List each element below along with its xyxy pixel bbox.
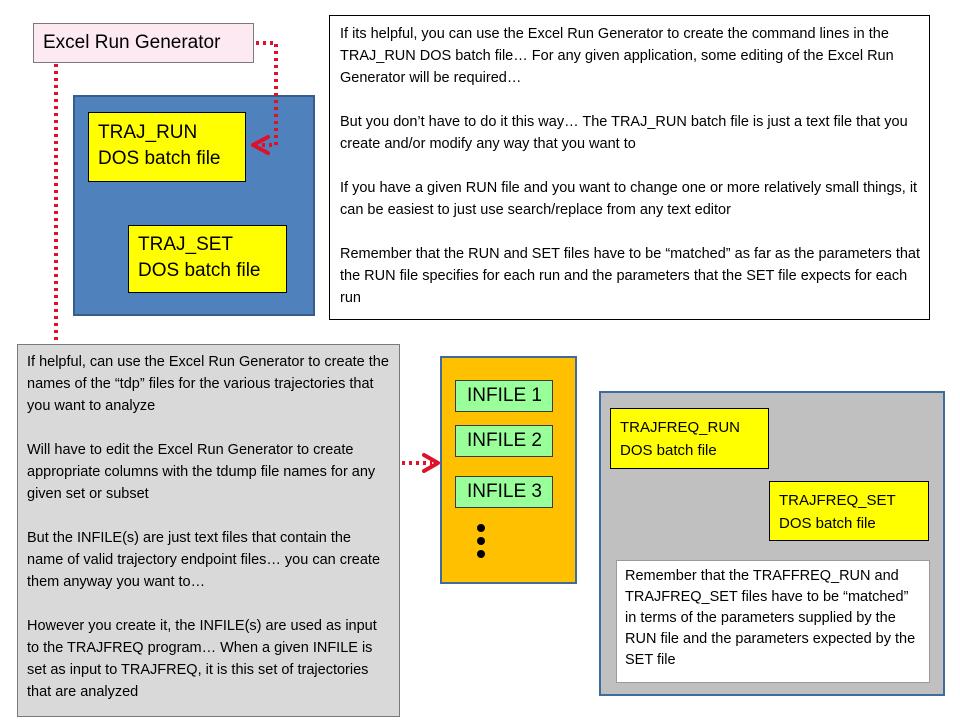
infile-3-box: INFILE 3 xyxy=(455,476,553,508)
infile-note: If helpful, can use the Excel Run Genera… xyxy=(17,344,400,717)
traj-run-box: TRAJ_RUN DOS batch file xyxy=(88,112,246,182)
arrowhead-icon xyxy=(251,135,270,155)
trajfreq-set-box: TRAJFREQ_SET DOS batch file xyxy=(769,481,929,541)
note-paragraph: If helpful, can use the Excel Run Genera… xyxy=(27,354,389,414)
infile-1-box: INFILE 1 xyxy=(455,380,553,412)
ellipsis-dot xyxy=(477,524,485,532)
excel-run-generator-box: Excel Run Generator xyxy=(33,23,254,63)
note-paragraph: However you create it, the INFILE(s) are… xyxy=(27,618,377,700)
note-paragraph: If its helpful, you can use the Excel Ru… xyxy=(340,26,894,86)
ellipsis-dot xyxy=(477,537,485,545)
note-paragraph: But the INFILE(s) are just text files th… xyxy=(27,530,381,590)
note-paragraph: Remember that the RUN and SET files have… xyxy=(340,246,921,306)
note-paragraph: Will have to edit the Excel Run Generato… xyxy=(27,442,376,502)
infile-2-box: INFILE 2 xyxy=(455,425,553,457)
note-paragraph: But you don’t have to do it this way… Th… xyxy=(340,114,908,152)
ellipsis-dot xyxy=(477,550,485,558)
trajfreq-note: Remember that the TRAFFREQ_RUN and TRAJF… xyxy=(616,560,930,683)
trajfreq-run-box: TRAJFREQ_RUN DOS batch file xyxy=(610,408,769,469)
traj-run-note: If its helpful, you can use the Excel Ru… xyxy=(329,15,930,320)
traj-set-box: TRAJ_SET DOS batch file xyxy=(128,225,287,293)
arrowhead-icon xyxy=(422,453,440,473)
note-paragraph: If you have a given RUN file and you wan… xyxy=(340,180,918,218)
generator-to-run-connector xyxy=(256,41,278,147)
